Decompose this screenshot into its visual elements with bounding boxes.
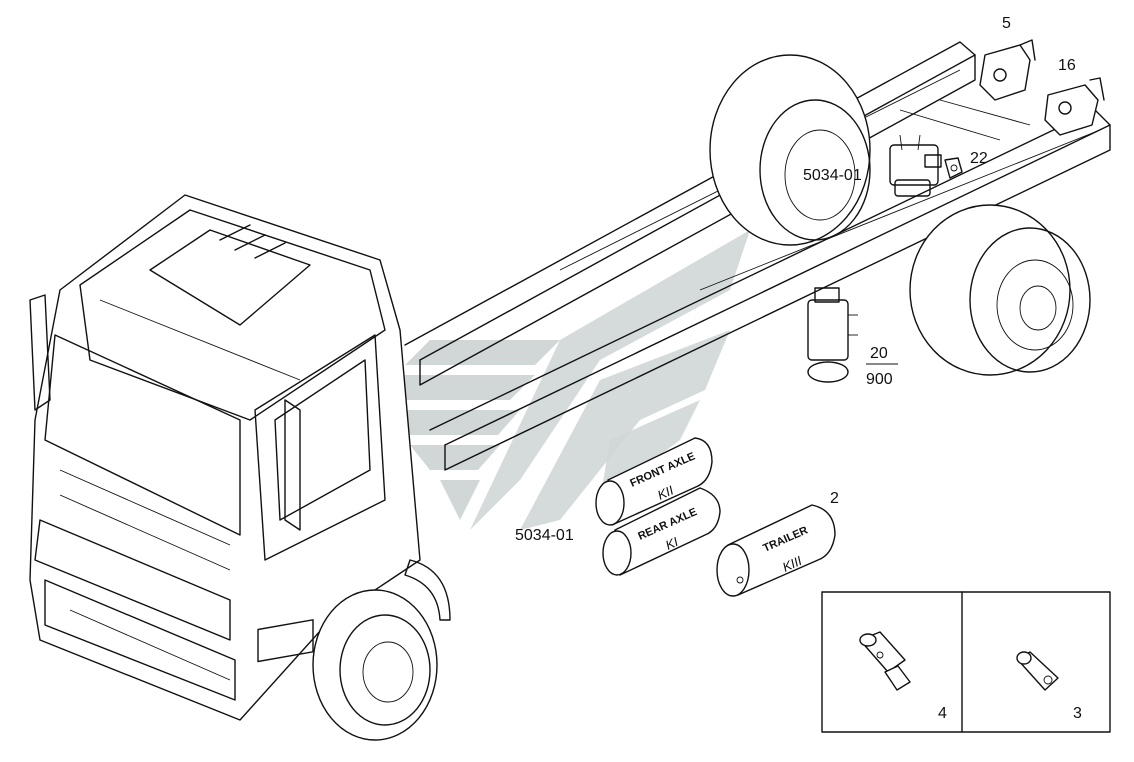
brake-valve-upper (889, 134, 942, 197)
callout-20: 20 (870, 345, 888, 362)
fitting-22-part (944, 157, 963, 179)
callout-3: 3 (1073, 705, 1082, 722)
callout-5034-upper: 5034-01 (803, 167, 862, 184)
front-wheel (312, 559, 451, 741)
callout-5: 5 (1002, 15, 1011, 32)
callout-16: 16 (1058, 57, 1076, 74)
callout-22: 22 (970, 150, 988, 167)
truck-cab (29, 194, 421, 721)
tank-rear-axle-code: KI (663, 534, 681, 553)
chassis-frame (404, 41, 1111, 471)
tank-front-axle: FRONT AXLE KII (595, 437, 713, 526)
tank-trailer: TRAILER KIII (716, 504, 836, 597)
callout-5034-lower: 5034-01 (515, 527, 574, 544)
pressure-switch-3-part (1016, 651, 1059, 691)
tank-rear-axle: REAR AXLE KI (602, 487, 721, 576)
tank-trailer-code: KIII (780, 553, 804, 575)
valve-5-part (979, 39, 1036, 101)
callout-4: 4 (938, 705, 947, 722)
callout-2: 2 (830, 490, 839, 507)
inset-box (821, 591, 1111, 733)
rear-wheel-lower (909, 204, 1091, 376)
rear-wheel-upper (709, 54, 871, 246)
pressure-switch-4-part (859, 631, 911, 691)
valve-16-part (1044, 77, 1105, 136)
valve-20-900-part (807, 287, 858, 383)
callout-900: 900 (866, 371, 893, 388)
tank-front-axle-code: KII (655, 482, 676, 502)
